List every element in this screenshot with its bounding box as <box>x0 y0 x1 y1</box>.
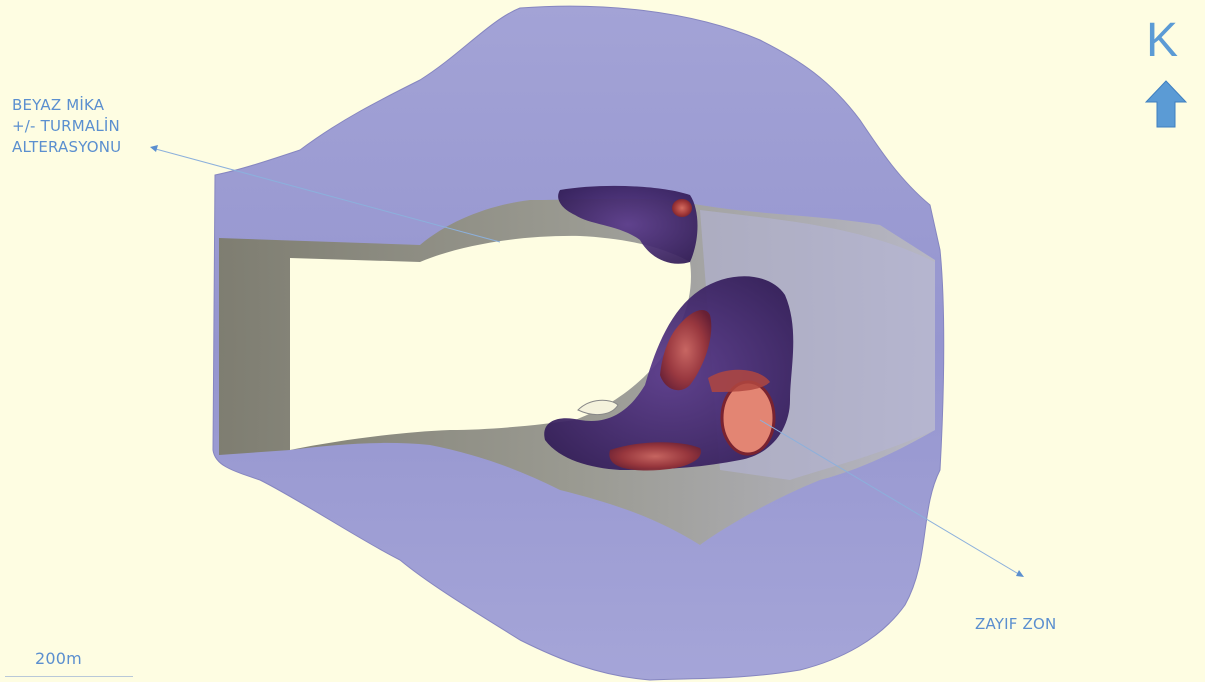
alteration-label-line-3: ALTERASYONU <box>12 137 121 158</box>
scale-label: 200m <box>35 648 82 669</box>
alteration-label-line-2: +/- TURMALİN <box>12 116 121 137</box>
alteration-label: BEYAZ MİKA +/- TURMALİN ALTERASYONU <box>12 95 121 158</box>
weak-zone-upper-core <box>672 199 692 217</box>
alteration-leader-arrow <box>150 145 158 152</box>
north-label: K <box>1146 14 1178 68</box>
alteration-label-line-1: BEYAZ MİKA <box>12 95 121 116</box>
scale-bar <box>5 676 133 677</box>
weak-zone-label: ZAYIF ZON <box>975 614 1056 635</box>
weak-zone-core-main <box>722 382 774 454</box>
up-arrow-icon <box>1145 80 1187 128</box>
